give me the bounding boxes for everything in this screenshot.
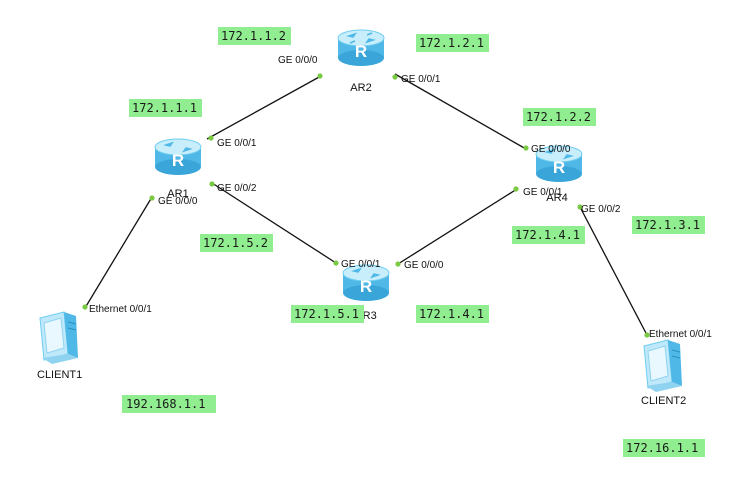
ip-box: 192.168.1.1	[122, 395, 216, 413]
router-icon: R	[154, 138, 202, 175]
iface-label-client2-eth: Ethernet 0/0/1	[649, 329, 712, 340]
device-label-client1: CLIENT1	[37, 369, 82, 381]
ip-label-172-1-1-1: 172.1.1.1	[132, 101, 197, 115]
ip-label-172-1-4-1-mid: 172.1.4.1	[419, 307, 484, 321]
iface-label-ar3-ge000: GE 0/0/0	[404, 260, 444, 271]
ip-box: 172.1.4.1	[416, 305, 489, 323]
router-ar2[interactable]: R AR2	[337, 29, 385, 94]
port-dot-client1-eth[interactable]	[82, 304, 88, 310]
ip-labels: 172.1.1.2 172.1.2.1 172.1.1.1 172.1.2.2 …	[122, 27, 705, 457]
iface-label-ar4-ge001: GE 0/0/1	[523, 187, 563, 198]
iface-label-ar3-ge001: GE 0/0/1	[341, 259, 381, 270]
ip-label-172-1-2-1: 172.1.2.1	[419, 36, 484, 50]
ip-label-172-1-1-2: 172.1.1.2	[221, 29, 286, 43]
link-ar2-ar4[interactable]	[394, 73, 527, 150]
ip-box: 172.1.4.1	[512, 226, 585, 244]
ip-box: 172.1.5.1	[291, 305, 364, 323]
port-dot-ar4-ge001[interactable]	[513, 186, 519, 192]
port-dot-ar1-ge002[interactable]	[209, 181, 215, 187]
router-icon: R	[342, 264, 390, 301]
port-dot-ar1-ge001[interactable]	[208, 135, 214, 141]
ip-label-172-16-1-1: 172.16.1.1	[626, 441, 698, 455]
iface-label-ar2-ge000: GE 0/0/0	[278, 55, 318, 66]
iface-label-ar4-ge002: GE 0/0/2	[581, 204, 621, 215]
pc-client2[interactable]: CLIENT2	[641, 339, 686, 407]
port-dot-ar4-ge002[interactable]	[577, 204, 583, 210]
router-letter: R	[355, 42, 367, 61]
ip-box: 172.1.5.2	[200, 234, 273, 252]
ip-label-172-1-5-2: 172.1.5.2	[203, 236, 268, 250]
iface-label-client1-eth: Ethernet 0/0/1	[89, 304, 152, 315]
router-letter: R	[553, 158, 565, 177]
port-dot-ar2-ge000[interactable]	[317, 73, 323, 79]
link-ar4-client2[interactable]	[579, 206, 648, 336]
link-ar3-ar4[interactable]	[397, 188, 518, 265]
router-ar3[interactable]: R AR3	[342, 264, 390, 322]
link-ar1-ar2[interactable]	[206, 75, 322, 140]
device-label-client2: CLIENT2	[641, 395, 686, 407]
pc-client1[interactable]: CLIENT1	[37, 311, 82, 381]
port-dot-ar3-ge000[interactable]	[395, 261, 401, 267]
port-dot-ar3-ge001[interactable]	[333, 260, 339, 266]
iface-label-ar1-ge000: GE 0/0/0	[158, 196, 198, 207]
ip-label-172-1-4-1-right: 172.1.4.1	[515, 228, 580, 242]
interface-labels: GE 0/0/0 GE 0/0/1 GE 0/0/1 GE 0/0/2 GE 0…	[89, 55, 712, 340]
device-label-ar1: AR1	[167, 188, 188, 200]
device-label-ar2: AR2	[350, 82, 371, 94]
iface-label-ar2-ge001: GE 0/0/1	[401, 74, 441, 85]
ip-box: 172.16.1.1	[623, 439, 705, 457]
port-dot-client2-eth[interactable]	[644, 332, 650, 338]
link-ar1-client1[interactable]	[84, 196, 153, 309]
ip-box: 172.1.2.1	[416, 34, 489, 52]
ip-label-172-1-2-2: 172.1.2.2	[526, 110, 591, 124]
router-letter: R	[360, 277, 372, 296]
ip-label-192-168-1-1: 192.168.1.1	[126, 397, 205, 411]
ip-box: 172.1.2.2	[523, 108, 596, 126]
router-icon: R	[535, 145, 583, 182]
device-label-ar4: AR4	[546, 192, 567, 204]
router-ar1[interactable]: R AR1	[154, 138, 202, 200]
router-icon: R	[337, 29, 385, 66]
iface-label-ar1-ge002: GE 0/0/2	[217, 183, 257, 194]
router-letter: R	[172, 151, 184, 170]
port-dot-ar2-ge001[interactable]	[392, 74, 398, 80]
port-dot-ar1-ge000[interactable]	[149, 195, 155, 201]
ip-box: 172.1.1.1	[129, 99, 202, 117]
link-ar1-ar3[interactable]	[211, 182, 337, 264]
port-dots	[82, 73, 650, 338]
iface-label-ar4-ge000: GE 0/0/0	[531, 144, 571, 155]
port-dot-ar4-ge000[interactable]	[523, 145, 529, 151]
computer-icon	[643, 339, 682, 392]
ip-box: 172.1.3.1	[632, 216, 705, 234]
router-ar4[interactable]: R AR4	[535, 145, 583, 204]
ip-label-172-1-3-1: 172.1.3.1	[635, 218, 700, 232]
computer-icon	[39, 311, 78, 364]
ip-box: 172.1.1.2	[218, 27, 291, 45]
iface-label-ar1-ge001: GE 0/0/1	[217, 138, 257, 149]
ip-label-172-1-5-1: 172.1.5.1	[294, 307, 359, 321]
links	[84, 73, 648, 336]
